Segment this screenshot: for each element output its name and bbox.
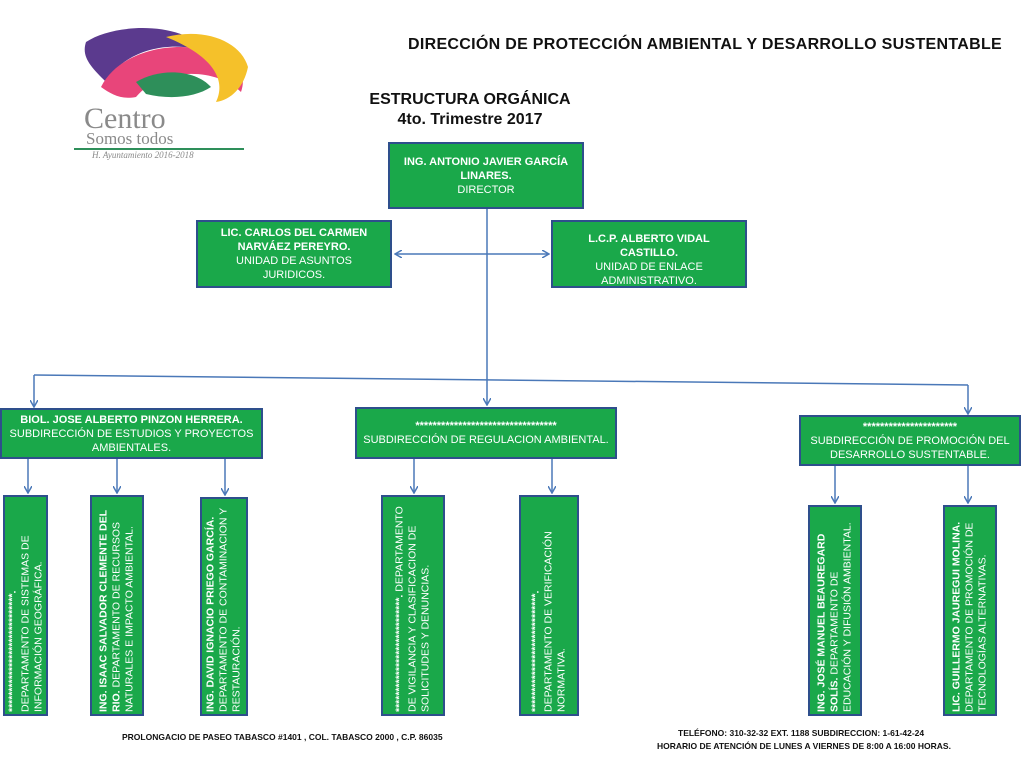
director-box: ING. ANTONIO JAVIER GARCÍA LINARES. DIRE… xyxy=(388,142,584,209)
department-text-1: *****************************. DEPARTAME… xyxy=(6,500,45,712)
subdirection-regulacion-name: ********************************* xyxy=(415,420,557,432)
department-box-5: *****************************. DEPARTAME… xyxy=(519,495,579,716)
department-role-5: DEPARTAMENTO DE VERIFICACIÓN NORMATIVA. xyxy=(542,530,568,712)
admin-unit-name: L.C.P. ALBERTO VIDAL CASTILLO. xyxy=(588,233,710,259)
subdirection-regulacion-role: SUBDIRECCIÓN DE REGULACION AMBIENTAL. xyxy=(363,434,609,446)
director-role: DIRECTOR xyxy=(457,183,515,196)
logo-text-somos: Somos todos xyxy=(86,129,174,148)
logo-text-ayuntamiento: H. Ayuntamiento 2016-2018 xyxy=(92,150,194,160)
department-name-1: *****************************. xyxy=(6,590,18,712)
department-role-3: DEPARTAMENTO DE CONTAMINACION Y RESTAURA… xyxy=(217,507,243,712)
logo-divider xyxy=(74,148,244,150)
subdirection-promocion-box: ********************** SUBDIRECCIÓN DE P… xyxy=(799,415,1021,466)
department-box-7: LIC. GUILLERMO JAUREGUI MOLINA. DEPARTAM… xyxy=(943,505,997,716)
department-box-6: ING. JOSÉ MANUEL BEAUREGARD SOLÍS. DEPAR… xyxy=(808,505,862,716)
department-role-7: DEPARTAMENTO DE PROMOCIÓN DE TECNOLOGÍAS… xyxy=(963,522,989,712)
header-title: DIRECCIÓN DE PROTECCIÓN AMBIENTAL Y DESA… xyxy=(407,36,1003,53)
department-text-6: ING. JOSÉ MANUEL BEAUREGARD SOLÍS. DEPAR… xyxy=(816,510,855,712)
department-role-1: DEPARTAMENTO DE SISTEMAS DE INFORMACIÓN … xyxy=(19,534,44,712)
chart-title-block: ESTRUCTURA ORGÁNICA 4to. Trimestre 2017 xyxy=(340,90,600,130)
chart-subtitle: 4to. Trimestre 2017 xyxy=(397,111,543,128)
subdirection-estudios-name: BIOL. JOSE ALBERTO PINZON HERRERA. xyxy=(20,413,243,426)
footer-address: PROLONGACIO DE PASEO TABASCO #1401 , COL… xyxy=(122,732,443,742)
department-box-3: ING. DAVID IGNACIO PRIEGO GARCÍA. DEPART… xyxy=(200,497,248,716)
department-name-3: ING. DAVID IGNACIO PRIEGO GARCÍA. xyxy=(204,516,217,712)
department-text-4: ****************************. DEPARTAMEN… xyxy=(394,500,433,712)
department-text-5: *****************************. DEPARTAME… xyxy=(530,500,569,712)
subdirection-promocion-name: ********************** xyxy=(862,420,958,433)
department-box-4: ****************************. DEPARTAMEN… xyxy=(381,495,445,716)
department-name-7: LIC. GUILLERMO JAUREGUI MOLINA. xyxy=(950,521,963,712)
subdirection-estudios-role: SUBDIRECCIÓN DE ESTUDIOS Y PROYECTOS AMB… xyxy=(9,427,254,454)
legal-unit-role: UNIDAD DE ASUNTOS JURIDICOS. xyxy=(236,255,352,281)
director-name: ING. ANTONIO JAVIER GARCÍA LINARES. xyxy=(403,155,569,182)
footer-phone: TELÉFONO: 310-32-32 EXT. 1188 SUBDIRECCI… xyxy=(678,728,925,738)
department-box-1: *****************************. DEPARTAME… xyxy=(3,495,48,716)
subdirection-promocion-role: SUBDIRECCIÓN DE PROMOCIÓN DEL DESARROLLO… xyxy=(810,434,1010,461)
admin-unit-role: UNIDAD DE ENLACE ADMINISTRATIVO. xyxy=(595,261,703,287)
legal-unit-name: LIC. CARLOS DEL CARMEN NARVÁEZ PEREYRO. xyxy=(220,227,368,253)
logo-text-centro: Centro xyxy=(84,102,166,135)
footer-hours: HORARIO DE ATENCIÓN DE LUNES A VIERNES D… xyxy=(657,741,951,751)
department-text-2: ING. ISAAC SALVADOR CLEMENTE DEL RIO. DE… xyxy=(98,500,137,712)
department-name-4: ****************************. xyxy=(393,591,406,712)
admin-unit-box: L.C.P. ALBERTO VIDAL CASTILLO. UNIDAD DE… xyxy=(551,220,747,288)
centro-logo: Centro Somos todos H. Ayuntamiento 2016-… xyxy=(66,22,250,162)
department-text-7: LIC. GUILLERMO JAUREGUI MOLINA. DEPARTAM… xyxy=(950,510,990,712)
department-text-3: ING. DAVID IGNACIO PRIEGO GARCÍA. DEPART… xyxy=(204,502,244,712)
logo-swirl-icon xyxy=(84,28,248,102)
department-box-2: ING. ISAAC SALVADOR CLEMENTE DEL RIO. DE… xyxy=(90,495,144,716)
subdirection-regulacion-box: ********************************* SUBDIR… xyxy=(355,407,617,459)
department-name-5: *****************************. xyxy=(529,590,542,712)
department-role-2: DEPARTAMENTO DE RECURSOS NATURALES E IMP… xyxy=(110,521,136,712)
legal-unit-box: LIC. CARLOS DEL CARMEN NARVÁEZ PEREYRO. … xyxy=(196,220,392,288)
subdirection-estudios-box: BIOL. JOSE ALBERTO PINZON HERRERA. SUBDI… xyxy=(0,408,263,459)
chart-title: ESTRUCTURA ORGÁNICA xyxy=(369,91,571,108)
